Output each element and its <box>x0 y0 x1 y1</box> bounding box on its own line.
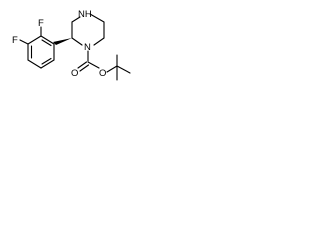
wedge-bond <box>53 38 72 45</box>
atom-f-top: F <box>38 18 44 29</box>
boc-group <box>77 50 131 81</box>
atom-nh: NH <box>78 9 92 20</box>
bond-o-ctert <box>106 65 118 73</box>
difluorophenyl-ring <box>19 26 55 69</box>
bond-ar-a4-a5 <box>27 59 42 69</box>
atom-o-ester: O <box>99 68 106 79</box>
bond-c-f-left <box>19 39 29 45</box>
atom-o-carbonyl: O <box>71 68 78 79</box>
bond-c2-n <box>93 37 105 46</box>
structure-diagram: NH N F F O O <box>12 9 131 81</box>
bond-ar-a5-a6 <box>40 59 55 69</box>
atom-labels: NH N F F O O <box>12 9 106 79</box>
bond-ar-inner-1 <box>41 39 52 47</box>
bond-c-o-ester <box>87 61 100 69</box>
bond-co-double-a <box>77 61 88 69</box>
bond-ar-a1-a2 <box>40 35 55 45</box>
bond-ar-inner-3 <box>41 57 52 65</box>
bond-c4-nh <box>71 16 81 23</box>
bond-n-c3 <box>71 37 83 46</box>
bond-ar-a2-a3 <box>27 35 42 45</box>
bond-nh-c1 <box>89 13 105 23</box>
bond-ctert-me-right <box>116 65 131 74</box>
atom-f-left: F <box>12 35 18 46</box>
atom-n: N <box>84 42 91 53</box>
bond-co-double-b <box>79 64 90 72</box>
piperazine-ring <box>71 13 105 46</box>
